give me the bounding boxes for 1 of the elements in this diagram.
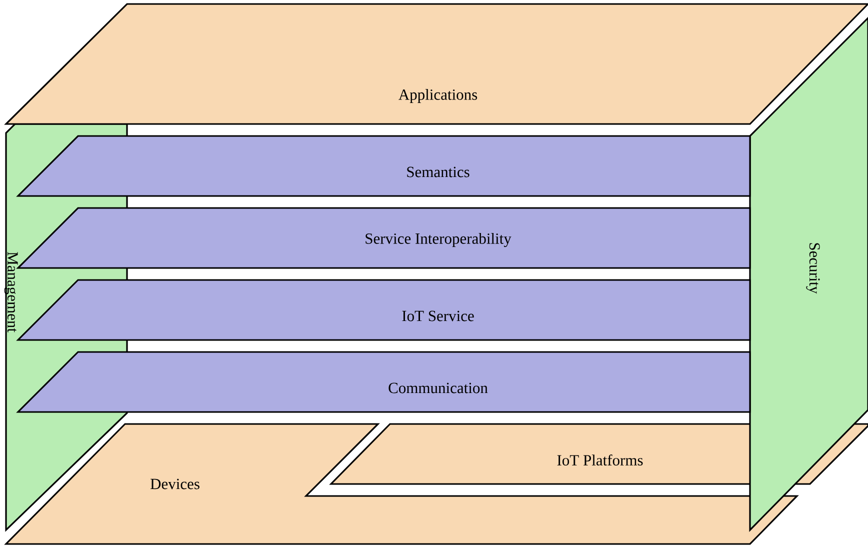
node-label: IoT Platforms — [557, 454, 643, 466]
